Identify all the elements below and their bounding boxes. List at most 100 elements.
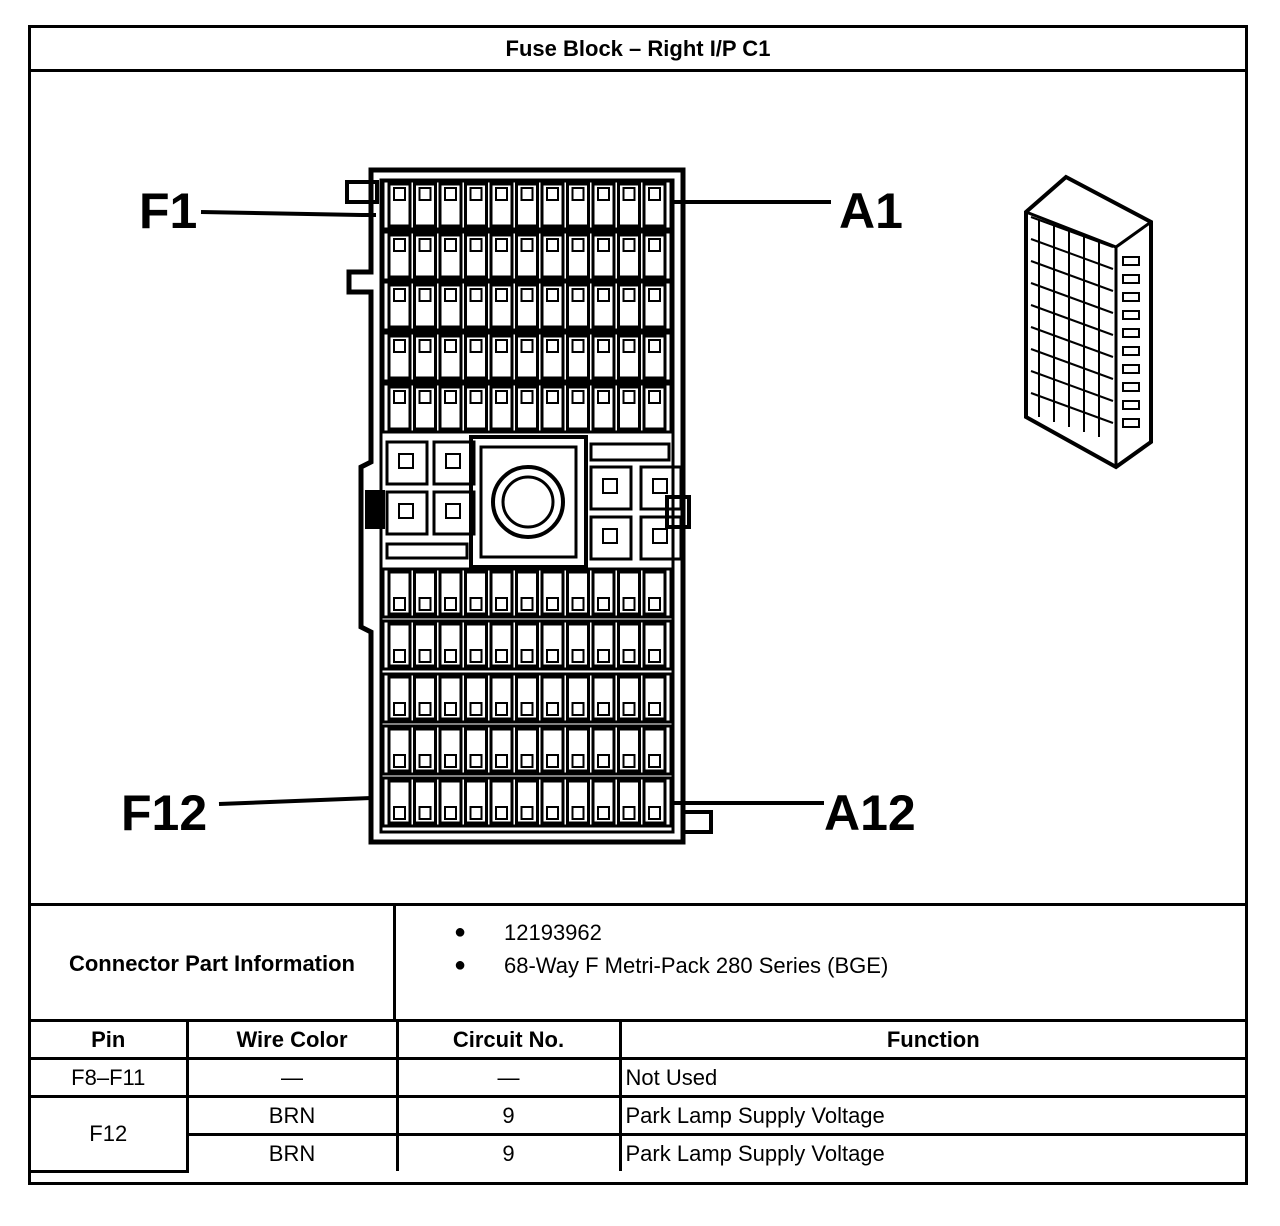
terminal-cavity	[617, 334, 641, 380]
terminal-contact	[520, 339, 534, 353]
iso-side-slot	[1122, 310, 1140, 320]
bullet-icon: ●	[454, 921, 467, 943]
terminal-contact	[546, 754, 559, 768]
terminal-cavity	[591, 385, 616, 431]
terminal-cavity	[566, 622, 590, 668]
housing-latch	[345, 180, 379, 204]
terminal-contact	[495, 597, 508, 611]
terminal-cavity	[642, 334, 667, 380]
terminal-contact	[648, 187, 661, 201]
terminal-cavity	[413, 182, 437, 228]
terminal-contact	[418, 187, 432, 201]
terminal-cavity	[566, 182, 590, 228]
terminal-row	[381, 672, 673, 724]
terminal-cavity	[489, 570, 514, 616]
callout-lines	[200, 200, 831, 806]
pin-table-header: Pin Wire Color Circuit No. Function	[31, 1019, 1245, 1060]
terminal-cavity	[413, 622, 437, 668]
terminal-contact	[520, 754, 534, 768]
terminal-contact	[652, 528, 668, 544]
terminal-contact	[546, 238, 559, 252]
terminal-contact	[622, 187, 636, 201]
terminal-cavity	[413, 334, 437, 380]
part-number-item: ● 12193962	[399, 916, 888, 949]
terminal-cavity	[591, 727, 616, 773]
terminal-contact	[393, 649, 406, 663]
housing-outline	[346, 167, 686, 845]
terminal-contact	[520, 649, 534, 663]
terminal-cavity	[432, 490, 476, 536]
terminal-contact	[597, 806, 610, 820]
terminal-cavity	[489, 283, 514, 329]
terminal-cavity	[413, 570, 437, 616]
terminal-cavity	[489, 334, 514, 380]
terminal-cavity	[438, 675, 463, 721]
terminal-contact	[622, 754, 636, 768]
terminal-cavity	[617, 385, 641, 431]
terminal-contact	[597, 597, 610, 611]
terminal-cavity	[642, 570, 667, 616]
terminal-cavity	[432, 440, 476, 486]
terminal-cavity	[438, 385, 463, 431]
terminal-contact	[469, 288, 483, 302]
terminal-cavity	[387, 622, 412, 668]
terminal-contact	[597, 702, 610, 716]
terminal-cavity	[540, 570, 565, 616]
terminal-contact	[546, 187, 559, 201]
wire-color-cell: BRN	[185, 1095, 399, 1136]
terminal-cavity	[540, 283, 565, 329]
terminal-contact	[393, 238, 406, 252]
terminal-contact	[546, 339, 559, 353]
terminal-contact	[622, 702, 636, 716]
terminal-contact	[602, 478, 618, 494]
page-title: Fuse Block – Right I/P C1	[31, 28, 1245, 72]
terminal-cavity	[387, 779, 412, 825]
terminal-contact	[393, 754, 406, 768]
terminal-contact	[520, 238, 534, 252]
terminal-cavity	[617, 779, 641, 825]
terminal-contact	[546, 806, 559, 820]
center-bolt-boss	[469, 435, 588, 569]
terminal-contact	[444, 390, 457, 404]
terminal-cavity	[591, 334, 616, 380]
wire-color-cell: BRN	[187, 1133, 399, 1171]
part-description-item: ●68-Way F Metri-Pack 280 Series (BGE)	[399, 949, 888, 982]
connector-face-drawing: F1 A1 F12 A12	[121, 167, 1153, 845]
terminal-cavity	[464, 727, 488, 773]
terminal-cavity	[464, 570, 488, 616]
terminal-contact	[648, 238, 661, 252]
terminal-contact	[546, 597, 559, 611]
callout-a12: A12	[824, 785, 916, 841]
terminal-cavity	[591, 570, 616, 616]
terminal-contact	[622, 806, 636, 820]
circuit-cell: 9	[395, 1133, 622, 1171]
terminal-cavity	[566, 334, 590, 380]
terminal-row	[381, 724, 673, 776]
terminal-contact	[469, 187, 483, 201]
terminal-contact	[444, 597, 457, 611]
connector-part-info: Connector Part Information ●12193962 ●68…	[31, 903, 1245, 1022]
terminal-cavity	[540, 385, 565, 431]
terminal-cavity	[438, 283, 463, 329]
terminal-contact	[418, 649, 432, 663]
terminal-cavity	[566, 727, 590, 773]
terminal-contact	[418, 238, 432, 252]
terminal-contact	[648, 390, 661, 404]
terminal-cavity	[642, 283, 667, 329]
terminal-cavity	[489, 727, 514, 773]
iso-side-slot	[1122, 346, 1140, 356]
terminal-cavity	[566, 675, 590, 721]
terminal-cavity	[591, 675, 616, 721]
iso-side-slot	[1122, 274, 1140, 284]
terminal-contact	[648, 754, 661, 768]
iso-body-outline	[1024, 174, 1153, 470]
bullet-icon: ●	[454, 954, 467, 976]
terminal-contact	[546, 288, 559, 302]
part-number: 12193962	[504, 920, 602, 945]
terminal-contact	[444, 238, 457, 252]
terminal-cavity	[591, 779, 616, 825]
terminal-cavity	[639, 465, 683, 511]
terminal-cavity	[387, 283, 412, 329]
callout-a1: A1	[839, 183, 903, 239]
terminal-cavity	[464, 233, 488, 279]
